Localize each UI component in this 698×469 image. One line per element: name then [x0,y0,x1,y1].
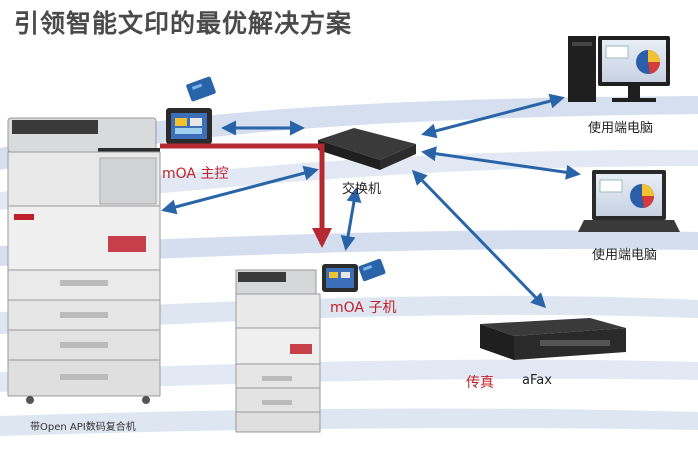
id-card-slave-icon [358,258,386,282]
label-pc-desktop: 使用端电脑 [588,121,654,136]
label-fax: 传真 [466,375,494,391]
label-switch: 交换机 [342,182,382,197]
desktop-computer-icon [568,36,670,102]
label-pc-laptop: 使用端电脑 [592,248,658,263]
red-connection-lines [160,143,332,248]
blue-connection-lines [161,93,581,309]
small-printer-icon [235,269,321,433]
big-printer-icon [7,117,161,404]
touch-panel-master-icon [166,108,212,144]
laptop-computer-icon [578,170,680,232]
touch-panel-slave-icon [322,264,358,292]
fax-server-icon [480,318,626,360]
label-mfp-caption: 带Open API数码复合机 [30,422,136,433]
label-moa-slave: mOA 子机 [330,300,397,316]
label-moa-master: mOA 主控 [162,166,229,182]
label-afax: aFax [522,373,552,388]
network-switch-icon [318,128,416,170]
page-title: 引领智能文印的最优解决方案 [14,9,353,38]
id-card-master-icon [186,76,216,102]
